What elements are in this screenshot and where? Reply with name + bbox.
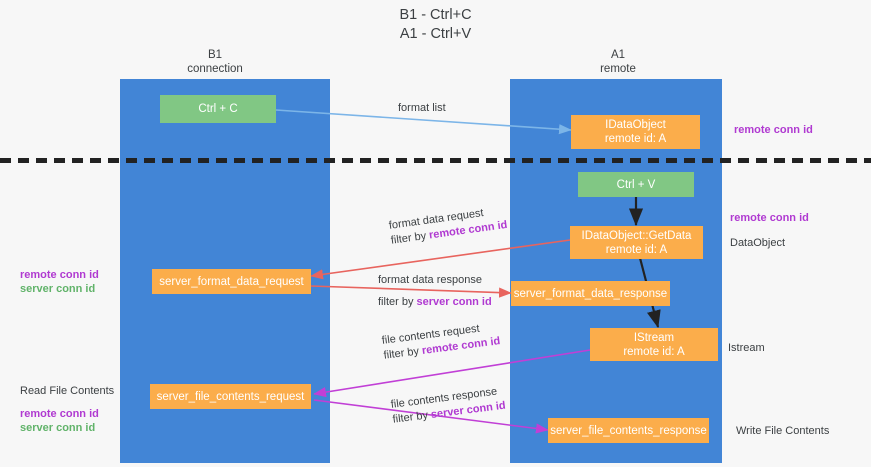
box-ctrl-c[interactable]: Ctrl + C xyxy=(160,95,276,123)
edge-label-format-list: format list xyxy=(398,102,446,114)
edge-label-file-contents-request: file contents request filter by remote c… xyxy=(381,319,501,363)
annotation-remote-conn-id-top: remote conn id xyxy=(734,124,813,136)
annotation-left-file-server-conn-id: server conn id xyxy=(20,422,96,434)
edge-label-format-data-request: format data request filter by remote con… xyxy=(388,203,508,249)
box-getdata[interactable]: IDataObject::GetData remote id: A xyxy=(570,226,703,259)
annotation-dataobject: DataObject xyxy=(730,237,786,249)
diagram-title: B1 - Ctrl+C A1 - Ctrl+V xyxy=(399,7,472,42)
annotation-left-conn-ids: remote conn id server conn id xyxy=(20,268,99,296)
edge-label-file-contents-response: file contents response filter by server … xyxy=(390,384,507,428)
box-server-file-contents-response[interactable]: server_file_contents_response xyxy=(548,418,709,443)
box-ctrl-v[interactable]: Ctrl + V xyxy=(578,172,694,197)
annotation-left-server-conn-id: server conn id xyxy=(20,283,96,295)
box-idataobject[interactable]: IDataObject remote id: A xyxy=(571,115,700,149)
annotation-read-file-contents: Read File Contents xyxy=(20,385,115,397)
lane-header-b1: B1 connection xyxy=(187,49,243,75)
annotation-remote-conn-id-mid: remote conn id xyxy=(730,212,809,224)
box-istream[interactable]: IStream remote id: A xyxy=(590,328,718,361)
box-server-format-data-response[interactable]: server_format_data_response xyxy=(511,281,670,306)
filter-key-server-conn-id: server conn id xyxy=(416,296,492,308)
annotation-left-file-remote-conn-id: remote conn id xyxy=(20,408,99,420)
filter-prefix: filter by xyxy=(383,345,423,362)
lane-header-a1: A1 remote xyxy=(600,49,636,75)
annotation-left-read-file-contents-block: Read File Contents remote conn id server… xyxy=(20,384,114,435)
filter-prefix: filter by xyxy=(390,229,430,247)
box-server-file-contents-request[interactable]: server_file_contents_request xyxy=(150,384,311,409)
phase-divider xyxy=(0,158,871,163)
box-server-format-data-request[interactable]: server_format_data_request xyxy=(152,269,311,294)
filter-prefix: filter by xyxy=(392,409,432,426)
annotation-istream: Istream xyxy=(728,342,765,354)
annotation-left-remote-conn-id: remote conn id xyxy=(20,269,99,281)
annotation-write-file-contents: Write File Contents xyxy=(736,425,830,437)
edge-label-format-data-response: format data response filter by server co… xyxy=(378,273,492,310)
filter-prefix: filter by xyxy=(378,296,417,308)
edge-label-format-data-response-text: format data response xyxy=(378,274,482,286)
